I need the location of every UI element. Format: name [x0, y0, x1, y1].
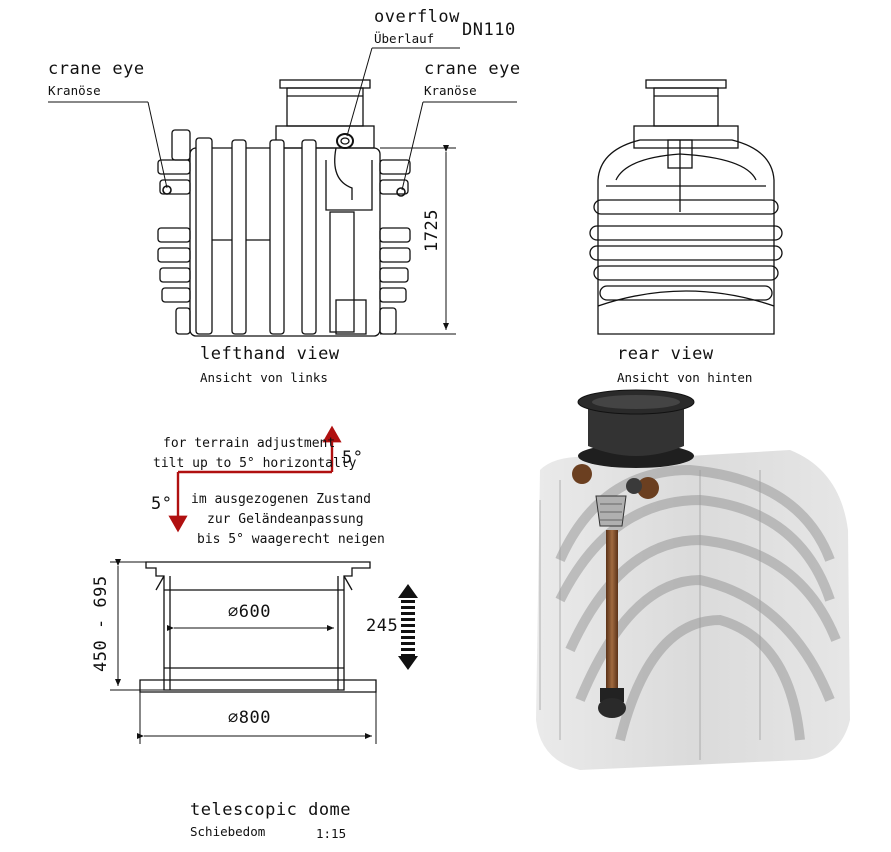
crane-eye-left-label: crane eye: [48, 59, 145, 79]
rear-view-subtitle: Ansicht von hinten: [617, 370, 753, 385]
lefthand-view-drawing: [157, 79, 411, 337]
stroke-length-label: 245: [366, 616, 399, 636]
telescopic-dome-drawing: [139, 561, 377, 693]
terrain-note-en-1: for terrain adjustment: [163, 436, 336, 451]
left-ribs: [157, 129, 191, 335]
height-dimension-label: 1725: [422, 209, 442, 252]
inner-diameter-label: ⌀600: [228, 602, 271, 622]
dome-dimensions: [110, 559, 377, 744]
lefthand-view-subtitle: Ansicht von links: [200, 370, 328, 385]
tank-3d-render: [536, 389, 850, 770]
crane-eye-right-label-de: Kranöse: [424, 83, 477, 98]
crane-eye-left-label-de: Kranöse: [48, 83, 101, 98]
rear-ribs: [589, 199, 783, 301]
terrain-note-de-2: zur Geländeanpassung: [207, 512, 364, 527]
right-ribs: [379, 159, 411, 335]
vertical-ribs: [195, 137, 317, 335]
overflow-label: overflow: [374, 7, 460, 27]
rear-view-title: rear view: [617, 344, 714, 364]
terrain-note-en-2: tilt up to 5° horizontally: [153, 456, 357, 471]
stroke-arrow: [398, 584, 418, 670]
leader-lines-top: [48, 47, 517, 191]
tilt-arrow: [168, 425, 342, 533]
terrain-note-de-3: bis 5° waagerecht neigen: [197, 532, 385, 547]
height-dimension: [380, 145, 456, 335]
terrain-note-de-1: im ausgezogenen Zustand: [191, 492, 372, 507]
outer-diameter-label: ⌀800: [228, 708, 271, 728]
telescopic-dome-title: telescopic dome: [190, 800, 352, 820]
angle-right-label: 5°: [342, 448, 364, 468]
lefthand-view-title: lefthand view: [200, 344, 340, 364]
angle-left-label: 5°: [151, 494, 173, 514]
scale-label: 1:15: [316, 826, 347, 841]
crane-eye-right-label: crane eye: [424, 59, 521, 79]
overflow-label-de: Überlauf: [374, 31, 435, 46]
dn-label: DN110: [462, 20, 516, 40]
telescopic-dome-subtitle: Schiebedom: [190, 824, 266, 839]
dome-height-range-label: 450 - 695: [91, 575, 111, 672]
rear-view-drawing: [589, 79, 783, 335]
